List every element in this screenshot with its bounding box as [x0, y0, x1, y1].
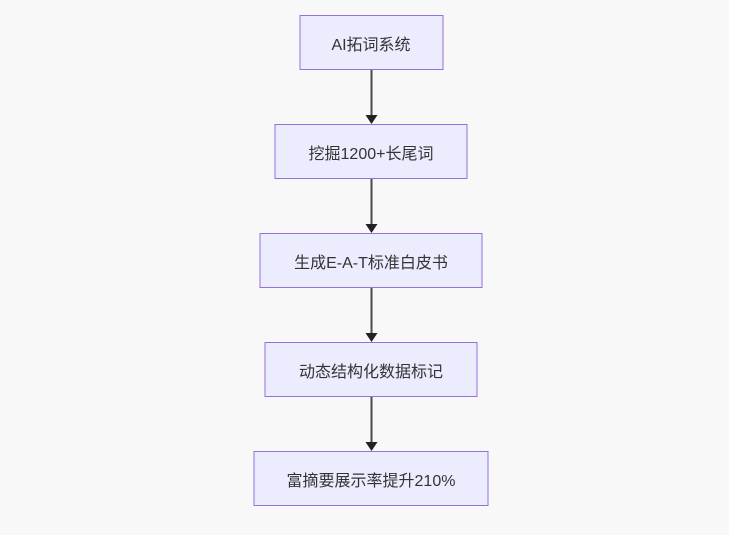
- flow-node-eat-whitepaper: 生成E-A-T标准白皮书: [259, 233, 483, 288]
- arrow-down-icon: [365, 115, 377, 124]
- flow-node-ai-keyword-system: AI拓词系统: [299, 15, 443, 70]
- flow-node-label: AI拓词系统: [331, 36, 411, 54]
- flow-node-label: 动态结构化数据标记: [298, 363, 443, 381]
- flow-node-structured-data: 动态结构化数据标记: [264, 342, 478, 397]
- flow-edge-4: [364, 397, 378, 451]
- flow-node-label: 富摘要展示率提升210%: [286, 472, 456, 490]
- arrow-down-icon: [365, 224, 377, 233]
- flow-edge-1: [364, 70, 378, 124]
- flow-edge-3: [364, 288, 378, 342]
- arrow-line: [370, 70, 372, 118]
- arrow-line: [370, 288, 372, 336]
- flowchart: AI拓词系统 挖掘1200+长尾词 生成E-A-T标准白皮书 动态结构化数据标记: [253, 15, 489, 506]
- flow-node-rich-snippet-result: 富摘要展示率提升210%: [253, 451, 489, 506]
- flow-node-label: 生成E-A-T标准白皮书: [294, 254, 448, 272]
- arrow-down-icon: [365, 442, 377, 451]
- arrow-line: [370, 179, 372, 227]
- flow-node-longtail-mining: 挖掘1200+长尾词: [274, 124, 468, 179]
- arrow-down-icon: [365, 333, 377, 342]
- flow-node-label: 挖掘1200+长尾词: [308, 145, 434, 163]
- flow-edge-2: [364, 179, 378, 233]
- arrow-line: [370, 397, 372, 445]
